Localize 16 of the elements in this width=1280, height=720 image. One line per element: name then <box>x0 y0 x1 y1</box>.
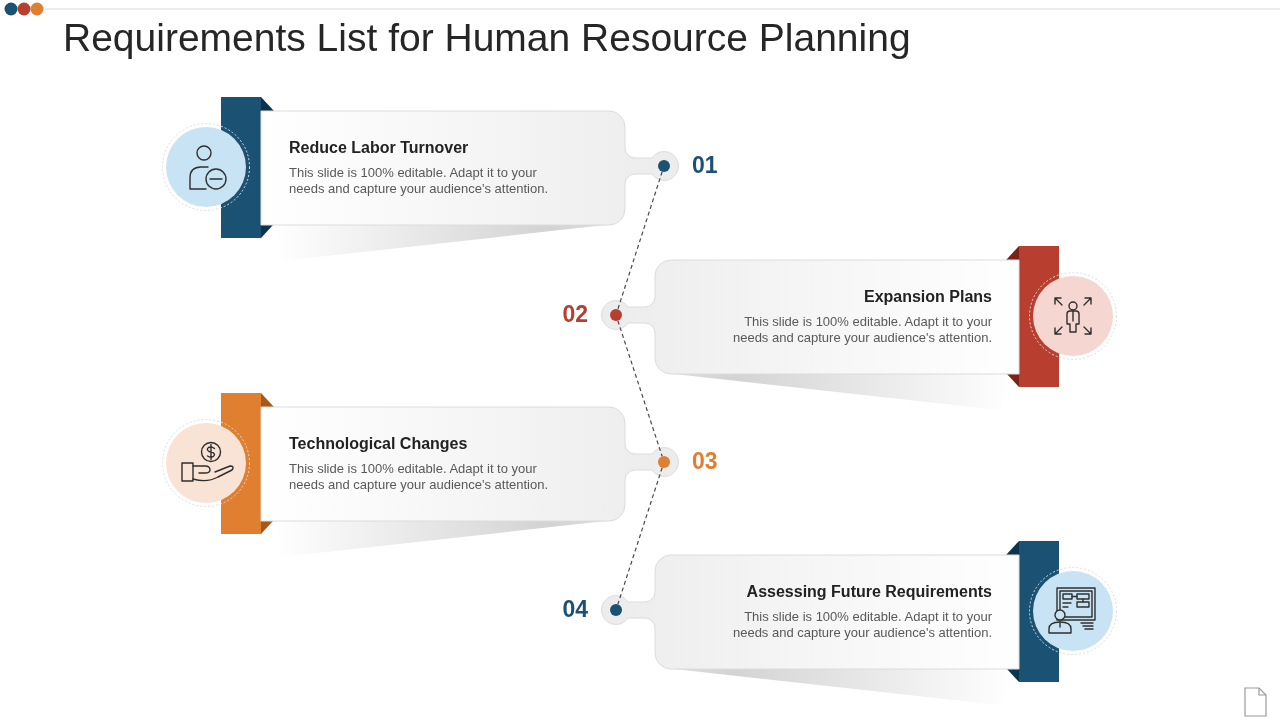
step-number: 03 <box>692 447 718 475</box>
slide-title: Requirements List for Human Resource Planning <box>63 15 911 61</box>
step-number: 02 <box>562 300 588 328</box>
dashed-connector <box>617 467 663 605</box>
card-description: This slide is 100% editable. Adapt it to your needs and capture your audience's attention. <box>289 461 550 493</box>
dashed-connector <box>617 171 663 310</box>
card-description: This slide is 100% editable. Adapt it to your needs and capture your audience's attention. <box>289 165 550 197</box>
step-number: 01 <box>692 151 718 179</box>
card-heading: Assessing Future Requirements <box>746 583 992 601</box>
card-description: This slide is 100% editable. Adapt it to your needs and capture your audience's attention. <box>731 609 992 641</box>
dashed-connector <box>617 320 663 457</box>
card-heading: Expansion Plans <box>863 288 992 306</box>
card-heading: Reduce Labor Turnover <box>289 139 469 157</box>
step-number: 04 <box>562 595 588 623</box>
card-heading: Technological Changes <box>289 435 468 453</box>
card-description: This slide is 100% editable. Adapt it to your needs and capture your audience's attention. <box>731 314 992 346</box>
